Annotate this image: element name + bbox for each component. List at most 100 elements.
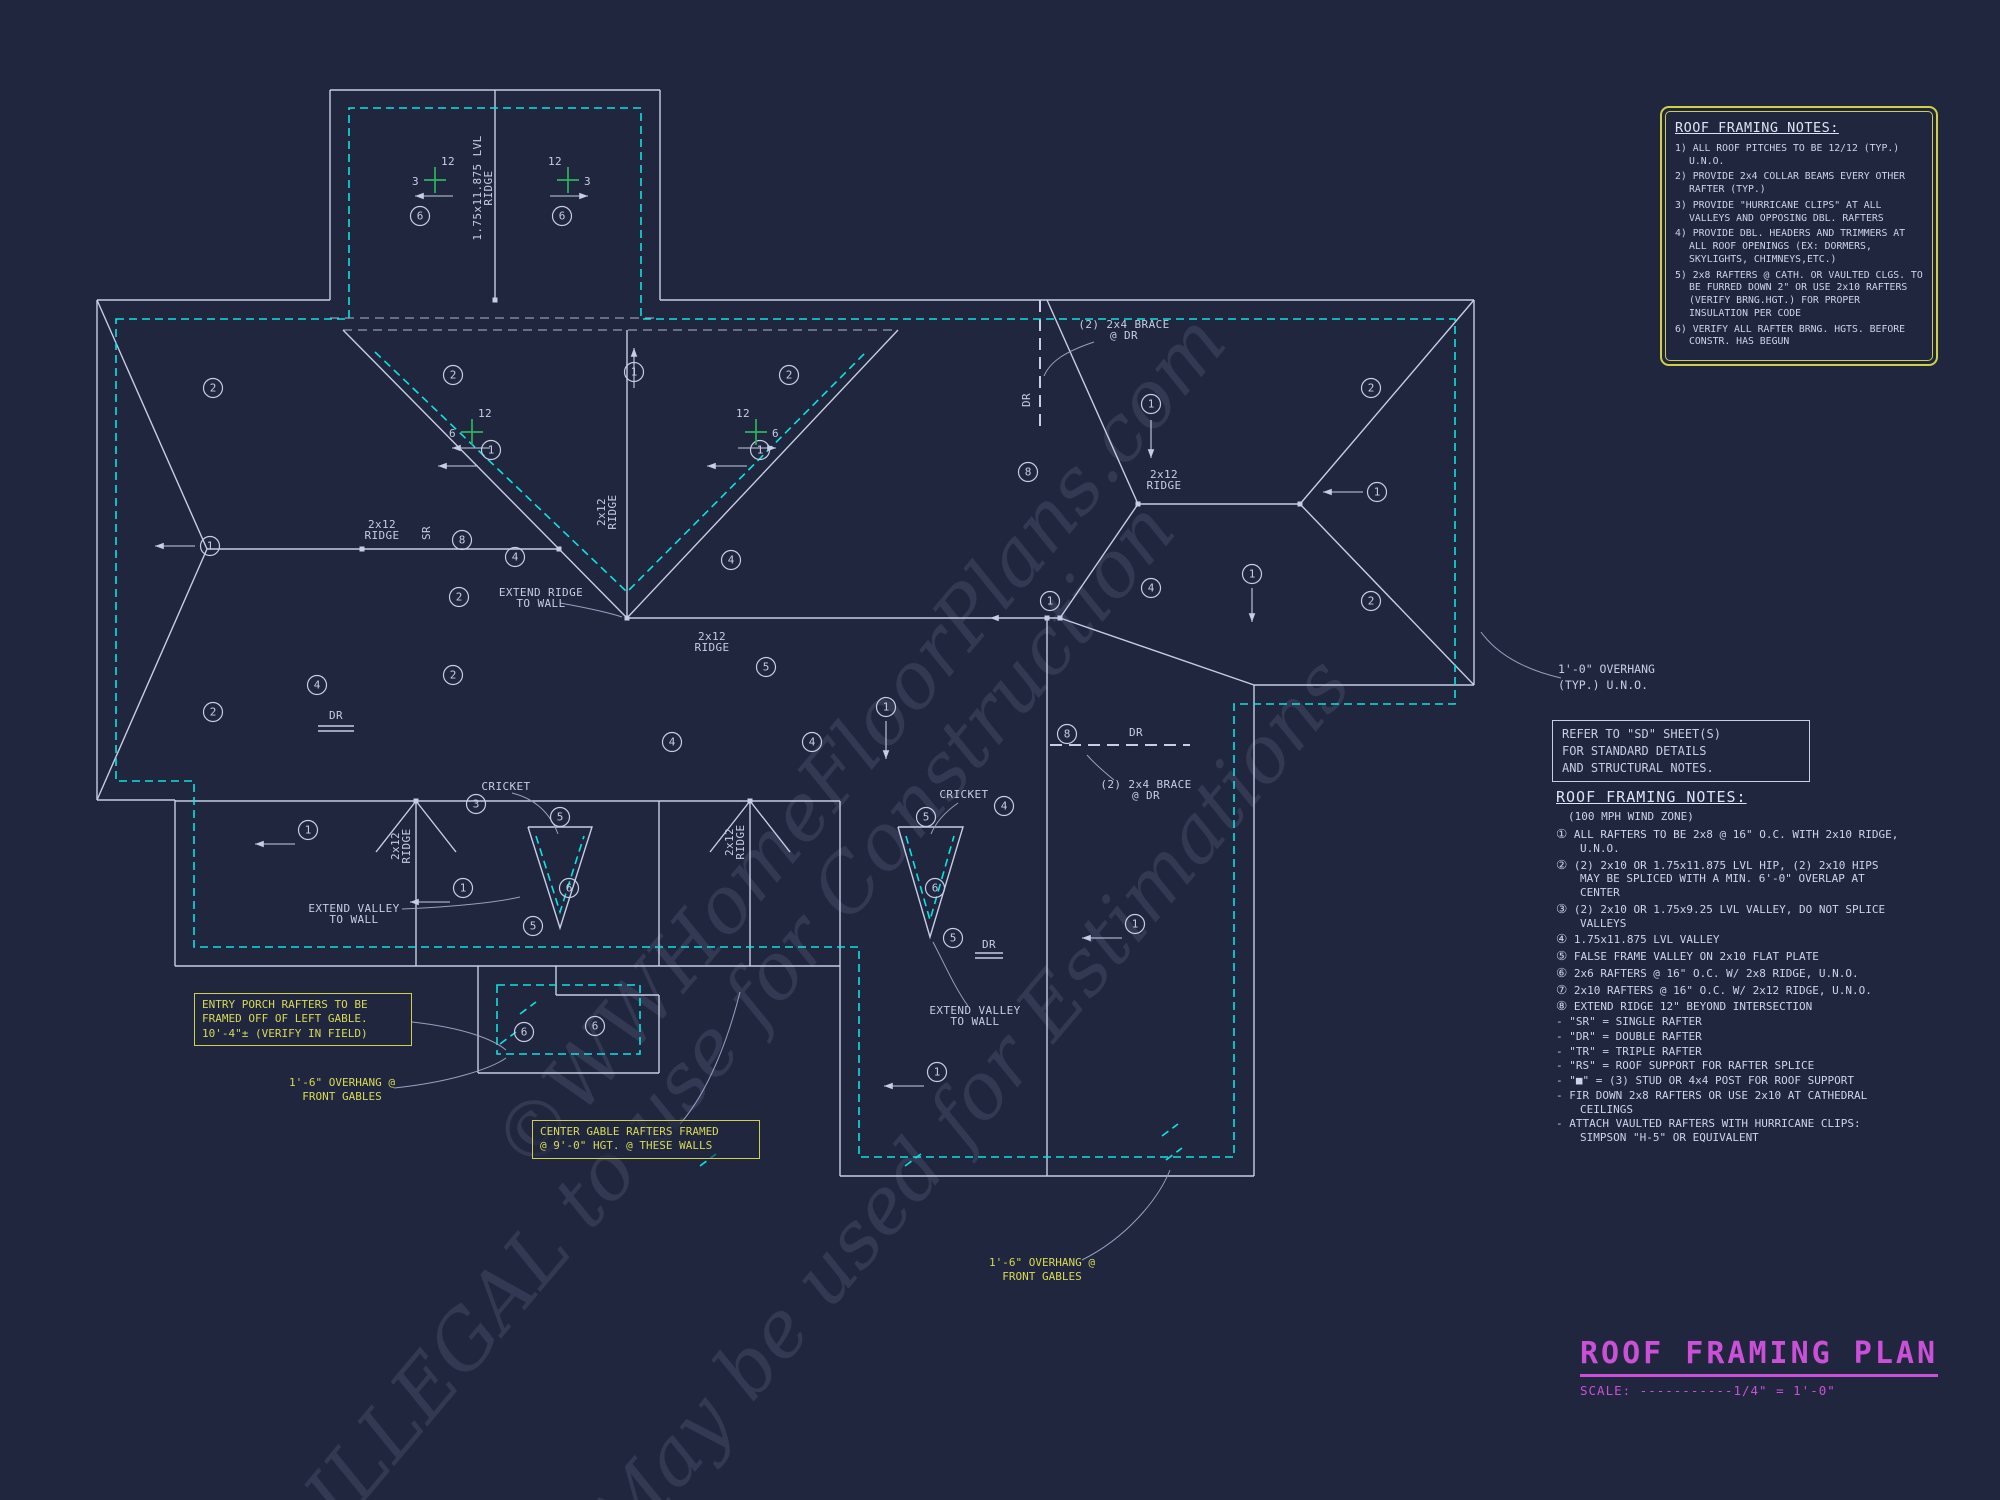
circled-marker: 6 xyxy=(584,1015,606,1037)
note-item-numbered: ⑥ 2x6 RAFTERS @ 16" O.C. W/ 2x8 RIDGE, U… xyxy=(1556,964,1859,980)
pitch-marker: 126 xyxy=(736,407,779,452)
circled-marker: 4 xyxy=(993,795,1015,817)
svg-text:1: 1 xyxy=(631,366,638,379)
circled-marker: 1 xyxy=(1241,563,1263,585)
circled-marker: 1 xyxy=(875,696,897,718)
circled-marker: 1 xyxy=(1124,913,1146,935)
notes-box-title: ROOF FRAMING NOTES: xyxy=(1675,120,1839,136)
svg-text:12: 12 xyxy=(441,155,455,168)
circled-marker: 1 xyxy=(1140,393,1162,415)
svg-text:2: 2 xyxy=(456,591,463,604)
notes-list-numbered: ① ALL RAFTERS TO BE 2x8 @ 16" O.C. WITH … xyxy=(1556,826,1904,1014)
svg-text:5: 5 xyxy=(763,661,770,674)
plan-label: DR xyxy=(1129,726,1143,739)
svg-text:2: 2 xyxy=(1368,595,1375,608)
post-marker xyxy=(1135,501,1141,507)
circled-number: ② xyxy=(1556,856,1568,872)
notes-list-subtitle: (100 MPH WIND ZONE) xyxy=(1568,810,1694,823)
circled-marker: 6 xyxy=(924,877,946,899)
svg-text:4: 4 xyxy=(809,736,816,749)
ridges-hips-valleys xyxy=(96,299,1475,1176)
svg-text:8: 8 xyxy=(1025,466,1032,479)
circled-marker: 6 xyxy=(409,205,431,227)
circled-marker: 4 xyxy=(1140,577,1162,599)
plan-label: (2) 2x4 BRACE@ DR xyxy=(1100,778,1191,802)
post-marker xyxy=(1057,615,1063,621)
svg-text:1: 1 xyxy=(1249,568,1256,581)
svg-text:6: 6 xyxy=(772,427,779,440)
post-marker xyxy=(1297,501,1303,507)
svg-text:3: 3 xyxy=(412,175,419,188)
title-block: ROOF FRAMING PLAN SCALE: -----------1/4"… xyxy=(1580,1336,1939,1398)
circled-marker: 4 xyxy=(720,549,742,571)
circled-marker: 2 xyxy=(778,364,800,386)
circled-marker: 8 xyxy=(451,529,473,551)
circled-marker: 5 xyxy=(942,927,964,949)
circled-number: ⑧ xyxy=(1556,998,1568,1014)
plan-label: 1.75x11.875 LVLRIDGE xyxy=(471,135,495,240)
sheet-title: ROOF FRAMING PLAN xyxy=(1580,1336,1939,1377)
plan-label: CRICKET xyxy=(939,788,988,801)
plan-label: 2x12RIDGE xyxy=(723,824,747,859)
post-marker xyxy=(1044,615,1050,621)
svg-text:1: 1 xyxy=(1047,595,1054,608)
circled-marker: 4 xyxy=(306,674,328,696)
svg-text:3: 3 xyxy=(473,798,480,811)
circled-number: ⑤ xyxy=(1556,948,1568,963)
plan-label: SR xyxy=(420,526,433,540)
circled-marker: 2 xyxy=(448,586,470,608)
circled-marker: 5 xyxy=(915,806,937,828)
note-refer-sd: REFER TO "SD" SHEET(S) FOR STANDARD DETA… xyxy=(1552,720,1810,783)
svg-text:8: 8 xyxy=(459,534,466,547)
note-item-numbered: ① ALL RAFTERS TO BE 2x8 @ 16" O.C. WITH … xyxy=(1556,826,1899,855)
circled-marker: 4 xyxy=(661,731,683,753)
note-item-numbered: ⑦ 2x10 RAFTERS @ 16" O.C. W/ 2x12 RIDGE,… xyxy=(1556,981,1872,997)
plan-label: 2x12RIDGE xyxy=(595,494,619,529)
post-marker xyxy=(747,798,753,804)
svg-text:4: 4 xyxy=(512,551,519,564)
circled-marker: 5 xyxy=(522,915,544,937)
post-marker xyxy=(413,798,419,804)
svg-text:2: 2 xyxy=(450,669,457,682)
svg-text:5: 5 xyxy=(530,920,537,933)
sheet-scale: SCALE: -----------1/4" = 1'-0" xyxy=(1580,1383,1836,1398)
circled-marker: 1 xyxy=(1039,590,1061,612)
svg-text:2: 2 xyxy=(786,369,793,382)
note-item: 6) VERIFY ALL RAFTER BRNG. HGTS. BEFORE … xyxy=(1675,323,1906,348)
note-item-numbered: ③ (2) 2x10 OR 1.75x9.25 LVL VALLEY, DO N… xyxy=(1556,900,1886,930)
callout-overhang-front-right: 1'-6" OVERHANG @ FRONT GABLES xyxy=(989,1256,1095,1284)
svg-text:2: 2 xyxy=(450,369,457,382)
pitch-marker: 123 xyxy=(548,155,591,200)
circled-marker: 1 xyxy=(199,535,221,557)
plate-lines xyxy=(330,317,898,331)
circled-marker: 1 xyxy=(480,439,502,461)
circled-number: ④ xyxy=(1556,931,1568,947)
plan-label: DR xyxy=(329,709,343,722)
plan-label: 2x12RIDGE xyxy=(389,828,413,863)
circled-number: ① xyxy=(1556,826,1568,841)
note-item-numbered: ⑤ FALSE FRAME VALLEY ON 2x10 FLAT PLATE xyxy=(1556,948,1819,963)
svg-text:2: 2 xyxy=(210,382,217,395)
pitch-marker: 126 xyxy=(449,407,492,452)
post-marker xyxy=(556,546,562,552)
circled-marker: 1 xyxy=(623,361,645,383)
circled-marker: 5 xyxy=(755,656,777,678)
circled-marker: 5 xyxy=(549,806,571,828)
svg-text:6: 6 xyxy=(592,1020,599,1033)
post-markers xyxy=(359,297,1303,804)
notes-list-legend: - "SR" = SINGLE RAFTER- "DR" = DOUBLE RA… xyxy=(1556,1015,1904,1145)
circled-marker: 1 xyxy=(452,877,474,899)
svg-text:4: 4 xyxy=(1001,800,1008,813)
svg-text:5: 5 xyxy=(557,811,564,824)
svg-text:1: 1 xyxy=(934,1066,941,1079)
note-item: 2) PROVIDE 2x4 COLLAR BEAMS EVERY OTHER … xyxy=(1675,171,1906,196)
svg-text:6: 6 xyxy=(932,882,939,895)
circled-marker: 2 xyxy=(202,701,224,723)
circled-marker: 1 xyxy=(1366,481,1388,503)
circled-marker: 8 xyxy=(1056,723,1078,745)
